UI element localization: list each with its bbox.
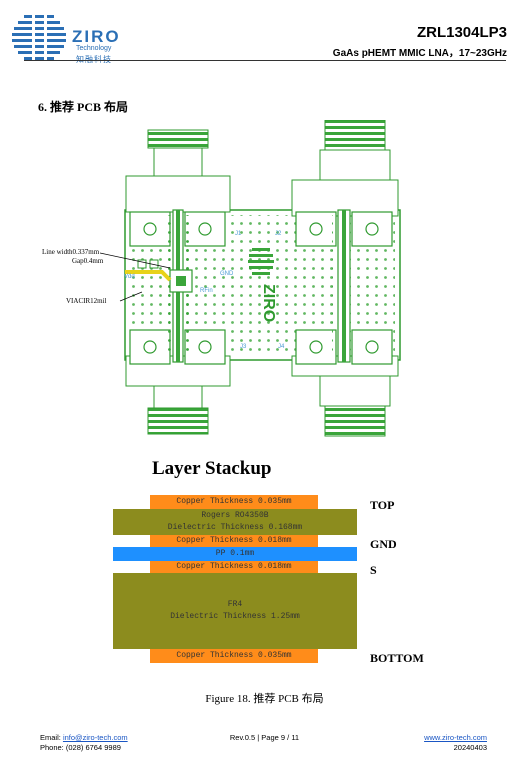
label-bottom: BOTTOM [370, 651, 424, 665]
website-link[interactable]: www.ziro-tech.com [424, 733, 487, 742]
footer-email: Email: info@ziro-tech.com [40, 733, 128, 742]
layer-gnd-copper-label: Copper Thickness 0.018mm [176, 536, 292, 545]
annotation-via: VIACIR12mil [66, 297, 107, 305]
layer-rogers-label: Rogers RO4350B [201, 511, 269, 520]
product-subtitle: GaAs pHEMT MMIC LNA，17~23GHz [332, 48, 507, 59]
net-label-j2: J2 [275, 231, 282, 237]
footer-phone-label: Phone: [40, 743, 64, 752]
board-marking: ZIRO [260, 284, 277, 322]
layer-pp-label: PP 0.1mm [215, 549, 255, 558]
footer-email-label: Email: [40, 733, 61, 742]
figure-caption: Figure 18. 推荐 PCB 布局 [205, 693, 324, 705]
layer-rogers-dielectric: Rogers RO4350B Dielectric Thickness 0.168… [113, 509, 357, 535]
board-marking-text: ZIRO [260, 284, 277, 322]
annotation-gap: Gap0.4mm [72, 257, 104, 265]
footer-website: www.ziro-tech.com [424, 733, 487, 742]
connector-right-bottom [291, 355, 399, 437]
layer-fr4-label: FR4 [227, 600, 243, 609]
layer-pp: PP 0.1mm [113, 547, 357, 561]
connector-left-bottom [125, 355, 231, 435]
layer-bottom-copper-label: Copper Thickness 0.035mm [176, 651, 292, 660]
connector-right-top [291, 120, 399, 217]
layer-top-copper: Copper Thickness 0.035mm [150, 495, 318, 509]
net-label-rfin: RFin [200, 288, 213, 294]
label-s: S [370, 563, 377, 577]
annotation-line-width: Line width0.337mm [42, 248, 100, 256]
logo-subtitle-en: Technology [76, 45, 112, 52]
layer-top-copper-label: Copper Thickness 0.035mm [176, 497, 292, 506]
layer-s-copper-label: Copper Thickness 0.018mm [176, 562, 292, 571]
footer-date: 20240403 [453, 743, 487, 752]
pcb-layout-diagram: ZIRO J1 J2 J3 J4 Vdd GND RFin [99, 120, 401, 437]
ziro-logo-icon [12, 12, 66, 64]
right-transmission-line [337, 209, 351, 363]
net-label-j1: J1 [235, 231, 242, 237]
label-top: TOP [370, 498, 395, 512]
phone-number: (028) 6764 9989 [65, 743, 121, 752]
footer-revision: Rev.0.5 | Page 9 / 11 [229, 733, 300, 742]
layer-s-copper: Copper Thickness 0.018mm [150, 561, 318, 573]
connector-left-top [125, 129, 231, 213]
stackup-title: Layer Stackup [152, 458, 272, 479]
layer-bottom-copper: Copper Thickness 0.035mm [150, 649, 318, 663]
layer-gnd-copper: Copper Thickness 0.018mm [150, 535, 318, 547]
net-label-j3: J3 [240, 344, 247, 350]
footer-phone: Phone: (028) 6764 9989 [40, 743, 121, 752]
label-gnd: GND [370, 537, 397, 551]
section-title: 6. 推荐 PCB 布局 [38, 100, 129, 114]
net-label-vdd: Vdd [124, 274, 135, 280]
part-number: ZRL1304LP3 [416, 24, 507, 41]
email-link[interactable]: info@ziro-tech.com [62, 733, 128, 742]
net-label-gnd: GND [220, 271, 234, 277]
logo-subtitle-cn: 知融科技 [76, 55, 112, 64]
header-divider [24, 60, 506, 61]
layer-rogers-thickness: Dielectric Thickness 0.168mm [167, 523, 303, 532]
layer-fr4-thickness: Dielectric Thickness 1.25mm [170, 612, 300, 621]
ic-footprint [169, 269, 193, 293]
logo-wordmark: ZIRO [72, 27, 121, 46]
vdd-bias-line [125, 270, 172, 282]
net-label-j4: J4 [278, 344, 285, 350]
board-logo-icon [248, 248, 274, 275]
